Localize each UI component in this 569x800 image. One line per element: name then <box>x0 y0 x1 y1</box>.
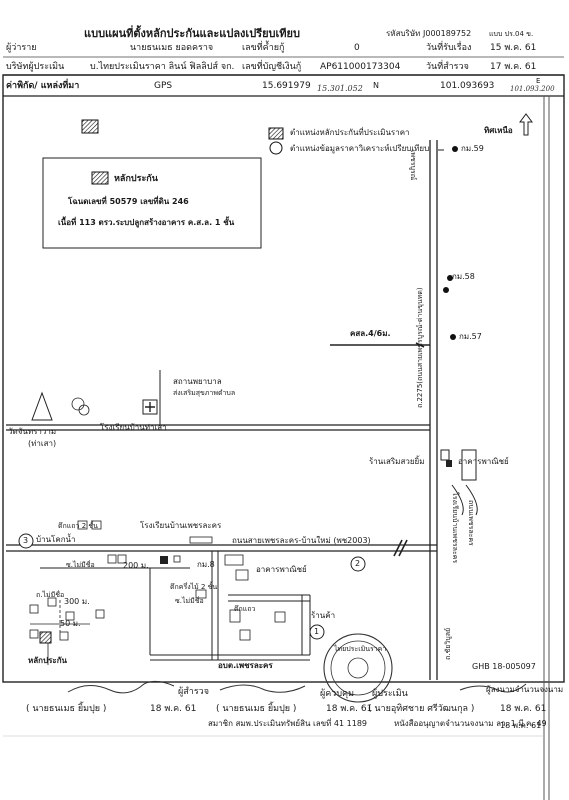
latitude-handwritten: 15.301.052 <box>317 84 363 93</box>
latitude-unit: N <box>373 81 379 90</box>
km58-dot <box>447 275 453 281</box>
appraiser-title: ผู้ประเมิน <box>372 689 408 699</box>
company-value: บ.ไทยประเมินราคา ลินน์ ฟิลลิปส์ จก. <box>90 62 235 72</box>
shop-north-label: ร้านเสริมสวยยิ้ม <box>369 457 425 466</box>
channel-label: คสล.4/6ม. <box>350 329 391 338</box>
km59-dot <box>452 146 458 152</box>
collateral-box-title: หลักประกัน <box>114 174 158 184</box>
case-id-value: J000189752 <box>423 29 472 38</box>
reviewer-name: ( นายธนเมธ ยิ้มปุย ) <box>216 704 297 714</box>
guarantee-label: เลขที่ค้ำยกู้ <box>242 43 285 53</box>
legend-collateral: ตำแหน่งหลักประกันที่ประเมินราคา <box>290 128 410 137</box>
road-north-label: เพชรบูรณ์ <box>409 150 417 181</box>
longitude-handwritten: 101.093.200 <box>510 85 555 93</box>
shop-south-label: ร้านค้า <box>311 611 336 620</box>
account-label: เลขที่บัญชีเงินกู้ <box>242 62 302 72</box>
surveyor-title: ผู้สำรวจ <box>178 687 209 697</box>
guarantee-value: 0 <box>354 43 360 53</box>
collateral-area: เนื้อที่ 113 ตรว.ระบปลูกสร้างอาคาร ค.ส.ล… <box>58 218 235 227</box>
house-2fl-label: ตึกแถว 2 ชั้น <box>58 522 98 530</box>
surveyor-date: 18 พ.ค. 61 <box>150 704 197 714</box>
temple-icon <box>31 391 53 421</box>
temple-label: วัดจันทราวาม <box>8 427 57 436</box>
km58-label: กม.58 <box>452 272 475 281</box>
lane1-label: ซ.ไม่มีชื่อ <box>66 561 95 569</box>
legend-circle <box>269 141 283 155</box>
plot-code: GHB 18-005097 <box>472 662 536 671</box>
appraiser-date: 18 พ.ค. 61 <box>500 704 547 714</box>
case-id-label: รหัสบริษัท <box>386 29 421 38</box>
km58-dot-b <box>443 287 449 293</box>
marker-1: 1 <box>314 627 320 636</box>
license-line: หนังสืออนุญาตจำนวนจงนาม ลว. 1 มี.ค. 49 <box>394 719 547 728</box>
company-stamp <box>323 633 393 703</box>
form-title: แบบแผนที่ตั้งหลักประกันและแปลงเปรียบเทีย… <box>84 27 300 40</box>
legend-hatch-box <box>81 119 99 134</box>
signer-date: 18 พ.ค. 61 <box>500 721 542 730</box>
km59-label: กม.59 <box>461 144 484 153</box>
north-label: ทิศเหนือ <box>484 126 513 135</box>
survey-label: วันที่สำรวจ <box>426 62 469 72</box>
lane2-label: ซ.ไม่มีชื่อ <box>175 597 204 605</box>
longitude-value: 101.093693 <box>440 81 495 91</box>
school-center-label: โรงเรียนบ้านเพชรละคร <box>140 521 222 530</box>
road-east-label: ถนนเพชรละคร <box>467 500 475 546</box>
office-label: อบต.เพชรละคร <box>218 661 273 670</box>
collateral-deed: โฉนดเลขที่ 50579 เลขที่ดิน 246 <box>68 197 189 206</box>
coord-label: ค่าพิกัด/ แหล่งที่มา <box>6 81 80 91</box>
client-value: นายธนเมธ ยอดคราจ <box>130 43 214 53</box>
km8-label: กม.8 <box>197 560 215 569</box>
survey-value: 17 พ.ค. 61 <box>490 62 537 72</box>
commercial-east-label: อาคารพาณิชย์ <box>458 457 509 466</box>
hospital-sub-label: ส่งเสริมสุขภาพตำบล <box>173 389 236 397</box>
reviewer-date: 18 พ.ค. 61 <box>326 704 373 714</box>
lane-south-label: ถ.ไม่มีชื่อ <box>36 591 65 599</box>
member-line: สมาชิก สมพ.ประเมินทรัพย์สิน เลขที่ 41 11… <box>208 719 368 728</box>
client-label: ผู้ว่าราย <box>6 43 37 53</box>
hospital-label: สถานพยาบาล <box>173 377 222 386</box>
commercial-center-label: อาคารพาณิชย์ <box>256 565 307 574</box>
dist300-label: 300 ม. <box>64 597 90 606</box>
north-arrow-icon <box>519 113 533 136</box>
received-label: วันที่รับเรื่อง <box>426 43 472 53</box>
collateral-mark-label: หลักประกัน <box>28 656 68 665</box>
highway-label: ถ.2275(ถนนสายเพชรบูรณ์-ด่านขุนทด) <box>416 287 424 408</box>
signer-title: ผู้ลงนามจำนวนจงนาม <box>486 685 564 694</box>
main-road-label: ถนนสายเพชรละคร-บ้านใหม่ (พช2003) <box>232 536 371 545</box>
latitude-value: 15.691979 <box>262 81 311 91</box>
company-label: บริษัทผู้ประเมิน <box>6 62 65 72</box>
house-shop-label: ตึกแถว <box>234 605 256 613</box>
street-b-label: ถ.ชัยวิบูลย์ <box>444 627 452 660</box>
received-value: 15 พ.ค. 61 <box>490 43 537 53</box>
house-2fl-b-label: ตึกครึ่งไม้ 2 ชั้น <box>170 583 218 591</box>
coord-source: GPS <box>154 81 173 91</box>
legend-comparable: ตำแหน่งข้อมูลราคาวิเคราะห์เปรียบเทียบ <box>290 144 430 153</box>
form-number: แบบ ปร.04 ข. <box>489 30 534 38</box>
stamp-text: ไทยประเมินราคา <box>334 645 387 653</box>
appraiser-name: ( นายอุทิศชาย ศรีวัฒนกุล ) <box>368 704 475 714</box>
collateral-box <box>42 157 262 249</box>
school-east-label: โรงเรียนบ้านเพชรละคร <box>451 492 459 564</box>
school-north-label: โรงเรียนบ้านท่าเสา <box>100 423 167 432</box>
longitude-unit: E <box>536 77 541 85</box>
km57-dot <box>450 334 456 340</box>
dist200-label: 200 ม. <box>123 561 149 570</box>
village-label: บ้านโคกน้ำ <box>36 535 76 544</box>
collateral-mark-square <box>39 631 52 644</box>
marker-2: 2 <box>355 559 361 568</box>
km57-label: กม.57 <box>459 332 482 341</box>
temple-sub-label: (ท่าเสา) <box>28 439 57 448</box>
surveyor-name: ( นายธนเมธ ยิ้มปุย ) <box>26 704 107 714</box>
dist50-label: 50 ม. <box>60 619 81 628</box>
account-value: AP611000173304 <box>320 62 401 72</box>
marker-3: 3 <box>23 536 29 545</box>
reviewer-title: ผู้ควบคุม <box>320 689 355 699</box>
